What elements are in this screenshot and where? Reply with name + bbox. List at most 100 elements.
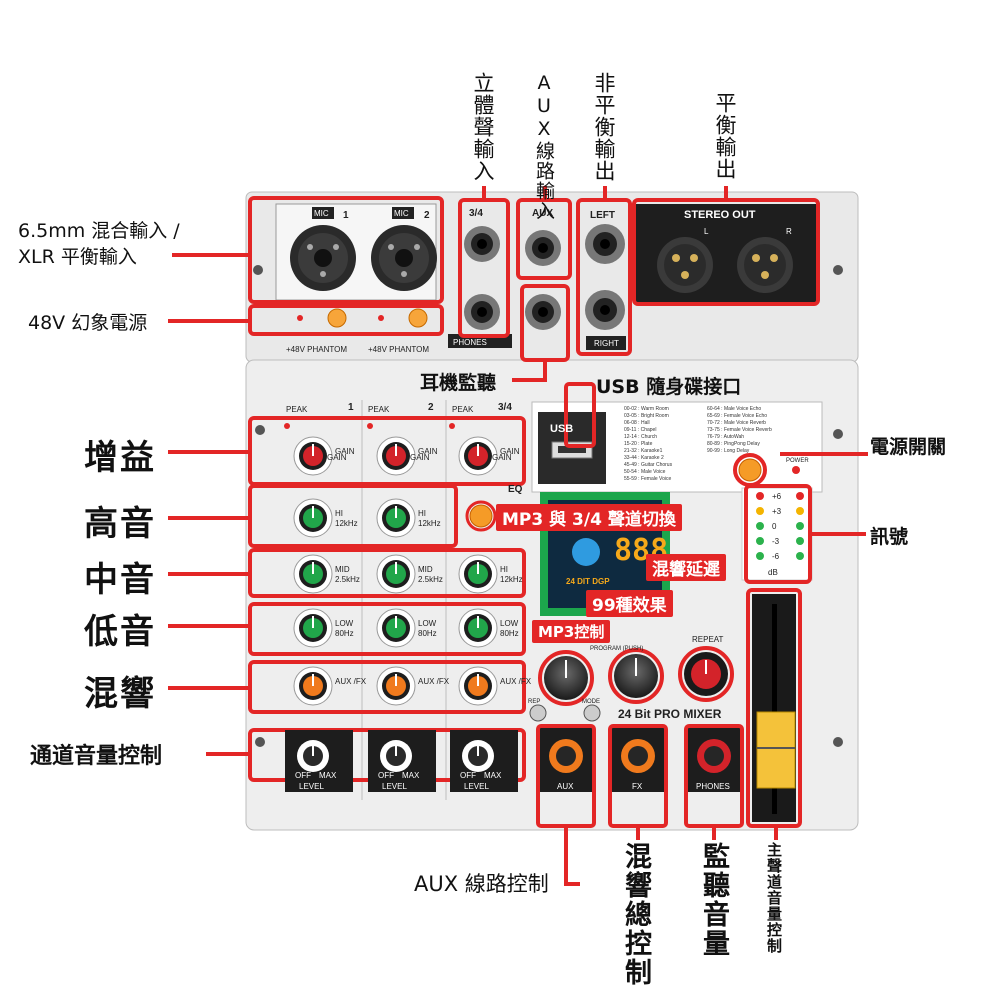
effect-list-item: 90-99 : Long Delay bbox=[707, 448, 750, 454]
fx-out-knob[interactable] bbox=[612, 728, 664, 792]
phantom-switches[interactable] bbox=[297, 308, 428, 328]
callout-reverb: 混響 bbox=[84, 674, 156, 714]
repeat-label: REPEAT bbox=[692, 635, 724, 644]
gain-knob-2[interactable]: GAIN bbox=[376, 436, 438, 476]
effect-list-item: 09-11 : Chapel bbox=[624, 427, 656, 433]
power-button[interactable] bbox=[738, 458, 762, 482]
low-eq-knob-label: LOW bbox=[418, 619, 437, 628]
main-fader-cap[interactable] bbox=[756, 711, 796, 789]
screw-group bbox=[253, 265, 843, 747]
gain-knob-label: GAIN bbox=[335, 447, 355, 456]
fx-send-knob-3[interactable]: AUX /FX bbox=[458, 666, 532, 706]
effect-list-item: 65-69 : Female Voice Echo bbox=[707, 413, 767, 419]
level-max-label: MAX bbox=[484, 771, 502, 780]
gain-knob-3[interactable]: GAIN bbox=[458, 436, 520, 476]
aux-out-label: AUX bbox=[557, 782, 574, 791]
phones-jack[interactable] bbox=[525, 294, 561, 330]
gain-knob-1[interactable]: GAIN bbox=[293, 436, 355, 476]
xlr-out-left[interactable] bbox=[657, 237, 713, 293]
meter-led bbox=[796, 552, 804, 560]
fx-send-knob-1[interactable]: AUX /FX bbox=[293, 666, 367, 706]
panel-text: MIC 1 MIC 2 3/4 AUX LEFT RIGHT STEREO OU… bbox=[286, 208, 809, 791]
fader-slot bbox=[772, 604, 777, 814]
xlr-combo-jack-1[interactable] bbox=[290, 225, 356, 291]
mic1-label: MIC bbox=[314, 209, 329, 218]
fx-send-knob-label: AUX /FX bbox=[500, 677, 532, 686]
meter-led bbox=[756, 552, 764, 560]
callout-monitor-volume: 監聽音量 bbox=[698, 842, 729, 958]
fx-send-knob-2[interactable]: AUX /FX bbox=[376, 666, 450, 706]
effect-list-item: 60-64 : Male Voice Echo bbox=[707, 406, 761, 412]
hi-eq-knob-label: HI bbox=[335, 509, 343, 518]
phantom-label-2: +48V PHANTOM bbox=[368, 345, 429, 354]
mixer-name: 24 Bit PRO MIXER bbox=[618, 707, 722, 721]
gain-knob-label: GAIN bbox=[418, 447, 438, 456]
low-eq-knob-label: LOW bbox=[335, 619, 354, 628]
phones-rear-label: PHONES bbox=[453, 338, 487, 347]
aux-label: AUX bbox=[532, 208, 553, 219]
callout-treble: 高音 bbox=[84, 504, 156, 544]
unbalanced-output-jacks[interactable] bbox=[585, 224, 625, 330]
callout-aux-line-control: AUX 線路控制 bbox=[414, 872, 549, 896]
phones-out-knob[interactable] bbox=[688, 728, 740, 792]
hi-eq-knob-label: HI bbox=[418, 509, 426, 518]
callout-gain: 增益 bbox=[84, 438, 156, 478]
ch34-label: 3/4 bbox=[469, 208, 483, 219]
aux-out-knob[interactable] bbox=[540, 728, 592, 792]
effect-list-item: 70-72 : Male Voice Reverb bbox=[707, 420, 766, 426]
xlr-out-right[interactable] bbox=[737, 237, 793, 293]
mic2-tag bbox=[392, 207, 414, 219]
hi-eq-knob-freq: 12kHz bbox=[335, 519, 358, 528]
stereo-input-jacks[interactable] bbox=[464, 226, 500, 330]
callout-signal: 訊號 bbox=[870, 526, 909, 548]
gain-label-1: GAIN bbox=[327, 453, 347, 462]
effect-list-item: 06-08 : Hall bbox=[624, 420, 650, 426]
callout-aux-line-input: AUX線路輸入 bbox=[533, 72, 555, 221]
stereo-out-label: STEREO OUT bbox=[684, 209, 756, 221]
callout-phantom: 48V 幻象電源 bbox=[28, 312, 148, 334]
effect-list-item: 03-05 : Bright Room bbox=[624, 413, 669, 419]
effect-list-item: 33-44 : Karaoke 2 bbox=[624, 455, 664, 461]
peak-led-2 bbox=[367, 423, 373, 429]
peak-label-2: PEAK bbox=[368, 405, 390, 414]
low-eq-knob-freq: 80Hz bbox=[418, 629, 437, 638]
xlr-combo-jack-2[interactable] bbox=[371, 225, 437, 291]
right-tag bbox=[586, 336, 626, 350]
phones-out-label: PHONES bbox=[696, 782, 730, 791]
level-off-label: OFF bbox=[460, 771, 476, 780]
tag-99-effects: 99種效果 bbox=[586, 590, 673, 617]
low-eq-knob-label: LOW bbox=[500, 619, 519, 628]
fx-send-knob-label: AUX /FX bbox=[335, 677, 367, 686]
meter-callout bbox=[744, 484, 812, 584]
hi-eq-knob-freq: 12kHz bbox=[418, 519, 441, 528]
program-label: PROGRAM (PUSH) bbox=[590, 646, 643, 652]
callout-usb-port: USB 隨身碟接口 bbox=[596, 376, 742, 398]
mp3-ch34-switch[interactable] bbox=[469, 504, 493, 528]
aux-input-jack[interactable] bbox=[525, 230, 561, 266]
peak-label-3: PEAK bbox=[452, 405, 474, 414]
delay-knob[interactable] bbox=[614, 654, 658, 698]
usb-slot-inner bbox=[558, 446, 586, 453]
effect-list-item: 73-75 : Female Voice Reverb bbox=[707, 427, 772, 433]
meter-led bbox=[796, 492, 804, 500]
program-knob[interactable] bbox=[544, 656, 588, 700]
mp3-switch-callout bbox=[465, 500, 497, 532]
rep-mode-buttons[interactable] bbox=[529, 704, 601, 722]
low-eq-knob-row-callout bbox=[248, 602, 526, 656]
low-eq-knob-freq: 80Hz bbox=[335, 629, 354, 638]
repeat-knob[interactable] bbox=[684, 652, 728, 696]
level-label: LEVEL bbox=[299, 782, 324, 791]
